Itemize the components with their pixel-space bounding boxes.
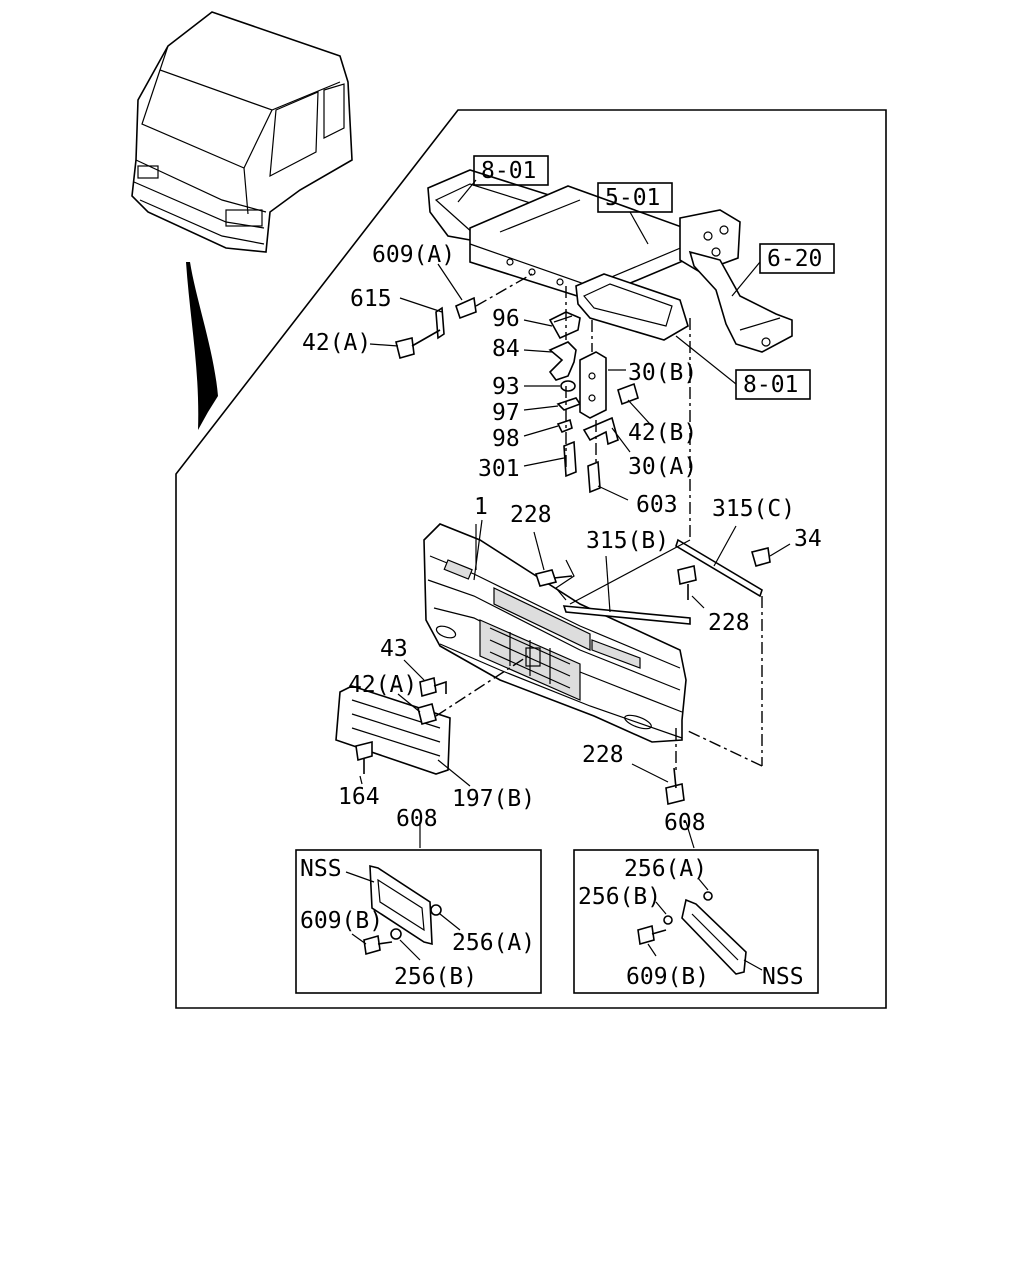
label-256a-right: 256(A) [624, 856, 707, 882]
label-609a: 609(A) [372, 242, 455, 268]
brace-rods [534, 538, 771, 805]
label-609b-left: 609(B) [300, 908, 383, 934]
label-228-top: 228 [510, 502, 552, 528]
license-plate-bracket [335, 655, 529, 787]
label-93: 93 [492, 374, 520, 400]
label-315c: 315(C) [712, 496, 795, 522]
ref-box-8-01-right: 8-01 [675, 335, 811, 400]
ref-6-20: 6-20 [767, 246, 822, 272]
label-256a-left: 256(A) [452, 930, 535, 956]
label-228-bottom: 228 [582, 742, 624, 768]
part-labels: 609(A) 615 42(A) 96 84 93 97 98 301 30(B… [300, 242, 822, 990]
label-256b-right: 256(B) [578, 884, 661, 910]
label-98: 98 [492, 426, 520, 452]
bracket-615 [435, 306, 445, 340]
label-608-right: 608 [664, 810, 706, 836]
label-42b: 42(B) [628, 420, 697, 446]
ref-box-6-20: 6-20 [731, 243, 835, 297]
label-42a-mid: 42(A) [348, 672, 417, 698]
label-96: 96 [492, 306, 520, 332]
label-30b: 30(B) [628, 360, 697, 386]
label-608-left: 608 [396, 806, 438, 832]
tow-hook-cluster [548, 286, 691, 540]
inset-box-right [573, 821, 819, 994]
ref-8-01-top: 8-01 [481, 158, 536, 184]
zoom-arrow [186, 262, 218, 430]
label-228-right: 228 [708, 610, 750, 636]
label-34: 34 [794, 526, 822, 552]
label-615: 615 [350, 286, 392, 312]
ref-8-01-right: 8-01 [743, 372, 798, 398]
front-crossmember [427, 169, 691, 341]
label-609b-right: 609(B) [626, 964, 709, 990]
ref-box-5-01: 5-01 [597, 182, 673, 245]
label-1: 1 [474, 494, 488, 520]
leader-lines-cluster [369, 263, 651, 501]
detail-frame [175, 109, 887, 1009]
label-84: 84 [492, 336, 520, 362]
label-42a-top: 42(A) [302, 330, 371, 356]
leader-lines-bumper [473, 519, 791, 783]
inset-box-left [295, 822, 542, 994]
ref-box-8-01-top: 8-01 [457, 155, 549, 203]
label-97: 97 [492, 400, 520, 426]
front-bumper [423, 523, 687, 743]
tow-bracket [679, 209, 793, 353]
label-315b: 315(B) [586, 528, 669, 554]
label-43: 43 [380, 636, 408, 662]
label-nss-right: NSS [762, 964, 804, 990]
truck-cab-illustration [131, 11, 353, 253]
label-164: 164 [338, 784, 380, 810]
label-603: 603 [636, 492, 678, 518]
label-nss-left: NSS [300, 856, 342, 882]
ref-5-01: 5-01 [605, 185, 660, 211]
label-197b: 197(B) [452, 786, 535, 812]
label-301: 301 [478, 456, 520, 482]
bolt-42a-top [395, 329, 441, 359]
label-256b-left: 256(B) [394, 964, 477, 990]
label-30a: 30(A) [628, 454, 697, 480]
bolt-609a [455, 273, 533, 320]
